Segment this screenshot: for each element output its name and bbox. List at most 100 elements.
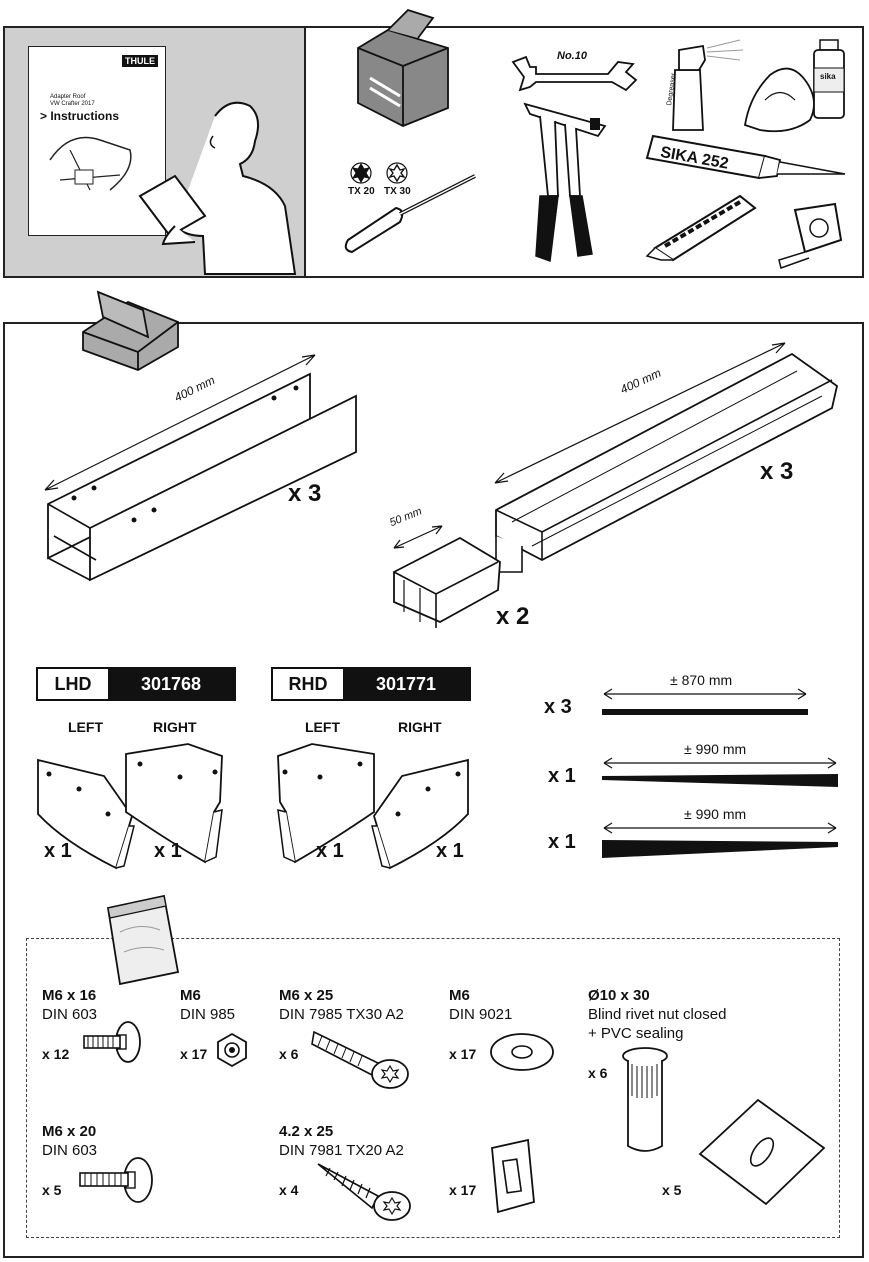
- strip-990a: [602, 774, 838, 787]
- torx-screw-m6x25-icon: [311, 1030, 409, 1089]
- hw-m6x16-qty: x 12: [42, 1046, 70, 1062]
- booklet-line1: Adapter Roof: [50, 94, 86, 100]
- rhd-right-qty: x 1: [436, 840, 464, 862]
- connector-icon: [393, 536, 501, 628]
- hw-4.2x25-qty: x 4: [279, 1182, 299, 1198]
- rhd-key: RHD: [273, 669, 343, 699]
- toolbox-icon: [357, 8, 449, 127]
- strip-870-dim: ± 870 mm: [670, 672, 733, 688]
- strip-990a-dimension: [603, 757, 837, 769]
- strip-870-dimension: [603, 688, 807, 700]
- hw-m6nut-std: DIN 985: [180, 1006, 236, 1023]
- hw-m6washer-name: M6: [449, 987, 470, 1004]
- long-rail-qty: x 3: [760, 458, 794, 485]
- hw-m6washer-std: DIN 9021: [449, 1006, 513, 1023]
- hw-4.2x25-name: 4.2 x 25: [279, 1123, 334, 1140]
- lhd-code: 301768: [108, 669, 234, 699]
- utility-knife-icon: [645, 194, 757, 262]
- strip-990b-qty: x 1: [548, 831, 576, 853]
- strip-870-qty: x 3: [544, 696, 572, 718]
- rhd-right-label: RIGHT: [398, 719, 442, 735]
- strip-870: [602, 709, 808, 715]
- hw-rivet-qty: x 6: [588, 1065, 608, 1081]
- lhd-code-box: LHD 301768: [36, 667, 236, 701]
- rhd-right-bracket: [371, 758, 469, 870]
- hw-m6x16-name: M6 x 16: [42, 987, 97, 1004]
- torx-tx20-icon: [350, 162, 372, 184]
- strip-990b-dim: ± 990 mm: [684, 806, 747, 822]
- hw-m6washer-qty: x 17: [449, 1046, 477, 1062]
- square-washer-icon: [491, 1138, 535, 1214]
- instruction-booklet: [28, 46, 166, 236]
- pvc-sealing-plate-icon: [698, 1098, 826, 1206]
- lock-nut-icon: [217, 1032, 247, 1068]
- hw-m6nut-qty: x 17: [180, 1046, 208, 1062]
- connector-dimension: [393, 525, 443, 549]
- lhd-key: LHD: [38, 669, 108, 699]
- hw-square-washer-qty: x 17: [449, 1182, 477, 1198]
- rhd-left-label: LEFT: [305, 719, 340, 735]
- spray-bottle-icon: [672, 39, 744, 131]
- short-rail-qty: x 3: [288, 480, 322, 507]
- carriage-bolt-m6x20-icon: [79, 1157, 153, 1203]
- hardware-bag-area: [26, 938, 840, 1238]
- hw-m6x20-qty: x 5: [42, 1182, 62, 1198]
- hw-m6nut-name: M6: [180, 987, 201, 1004]
- strip-990b-dimension: [603, 822, 837, 834]
- lhd-left-qty: x 1: [44, 840, 72, 862]
- connector-qty: x 2: [496, 603, 530, 630]
- person-reading: [138, 101, 297, 275]
- rhd-code-box: RHD 301771: [271, 667, 471, 701]
- hw-m6x16-std: DIN 603: [42, 1006, 98, 1023]
- lhd-right-qty: x 1: [154, 840, 182, 862]
- rivet-gun-icon: [523, 102, 607, 263]
- self-tapping-screw-icon: [317, 1163, 411, 1221]
- parts-panel: [3, 322, 864, 1258]
- hw-4.2x25-std: DIN 7981 TX20 A2: [279, 1142, 404, 1159]
- booklet-illustration: [49, 136, 132, 191]
- hw-rivet-std: Blind rivet nut closed: [588, 1006, 727, 1023]
- tx30-label: TX 30: [384, 186, 411, 197]
- hw-rivet-name: Ø10 x 30: [588, 987, 650, 1004]
- carriage-bolt-m6x16-icon: [83, 1021, 141, 1063]
- rhd-left-bracket: [277, 743, 375, 864]
- tape-measure-icon: [778, 202, 843, 269]
- wrench-label: No.10: [557, 50, 587, 62]
- lhd-left-bracket: [37, 758, 135, 870]
- strip-990b: [602, 840, 838, 858]
- torx-tx30-icon: [386, 162, 408, 184]
- hw-m6x20-name: M6 x 20: [42, 1123, 97, 1140]
- sika-bottle-icon: [813, 39, 845, 119]
- hw-rivet-std2: + PVC sealing: [588, 1025, 684, 1042]
- tx20-label: TX 20: [348, 186, 375, 197]
- washer-icon: [490, 1033, 554, 1071]
- rivet-nut-icon: [622, 1047, 668, 1152]
- booklet-brand: THULE: [122, 55, 158, 67]
- hw-m6x25-std: DIN 7985 TX30 A2: [279, 1006, 404, 1023]
- short-rail-icon: [47, 372, 357, 582]
- panel-divider: [304, 28, 306, 276]
- rhd-left-qty: x 1: [316, 840, 344, 862]
- wrench-icon: [511, 55, 638, 92]
- short-rail-dimension: [44, 354, 316, 491]
- package-box-icon: [82, 290, 179, 371]
- booklet-title: > Instructions: [40, 109, 120, 123]
- strip-990a-dim: ± 990 mm: [684, 741, 747, 757]
- lhd-left-label: LEFT: [68, 719, 103, 735]
- screwdriver-icon: [344, 174, 476, 254]
- hw-m6x25-name: M6 x 25: [279, 987, 334, 1004]
- sealant-tube-icon: [645, 134, 846, 180]
- lhd-right-label: RIGHT: [153, 719, 197, 735]
- tools-panel: [3, 26, 864, 278]
- sika-small-label: sika: [820, 72, 836, 81]
- hw-m6x20-std: DIN 603: [42, 1142, 98, 1159]
- hw-m6x25-qty: x 6: [279, 1046, 299, 1062]
- long-rail-icon: [495, 352, 839, 573]
- hardware-bag-icon: [106, 894, 180, 986]
- cloth-icon: [743, 67, 815, 133]
- booklet-line2: VW Crafter 2017: [50, 101, 95, 107]
- strip-990a-qty: x 1: [548, 765, 576, 787]
- rhd-code: 301771: [343, 669, 469, 699]
- long-rail-dimension: [494, 342, 786, 484]
- lhd-right-bracket: [125, 743, 223, 864]
